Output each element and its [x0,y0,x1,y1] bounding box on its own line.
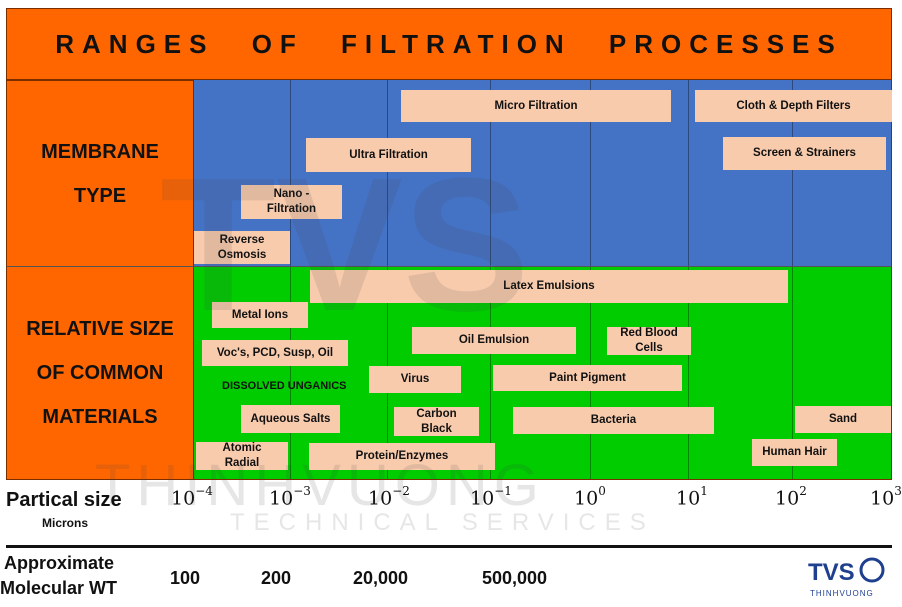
logo-name: THINHVUONG [810,589,874,598]
mw-value: 500,000 [482,568,548,588]
atomic-radial-range: Atomic Radial [196,442,288,470]
materials-label-line-1: RELATIVE SIZE [26,318,174,340]
watermark-subtitle: TECHNICAL SERVICES [230,509,655,536]
mw-value: 100 [170,568,201,588]
tick-label: 101 [676,484,708,510]
ultra-filtration-range: Ultra Filtration [306,138,471,172]
bacteria-range: Bacteria [513,407,714,434]
materials-label-line-3: MATERIALS [42,406,158,428]
grid-line [590,80,591,266]
oil-emulsion-range: Oil Emulsion [412,327,576,354]
logo-mark: TVS [808,559,855,586]
materials-label: RELATIVE SIZE OF COMMON MATERIALS [6,266,194,480]
mw-value: 20,000 [353,568,409,588]
reverse-osmosis-range: Reverse Osmosis [194,231,290,264]
human-hair-range: Human Hair [752,439,837,466]
materials-panel: Latex Emulsions Metal Ions Oil Emulsion … [194,266,892,480]
company-logo: TVS THINHVUONG [808,557,885,598]
grid-line [387,80,388,266]
protein-enzymes-range: Protein/Enzymes [309,443,495,470]
micro-filtration-range: Micro Filtration [401,90,671,122]
screen-strainers-range: Screen & Strainers [723,137,886,170]
mw-label-line-1: Approximate [4,553,115,573]
grid-line [490,80,491,266]
grid-line [792,80,793,266]
sand-range: Sand [795,406,891,433]
cloth-depth-filters-range: Cloth & Depth Filters [695,90,892,122]
virus-range: Virus [369,366,461,393]
tick-label: 10−1 [470,484,512,510]
membrane-type-label: MEMBRANE TYPE [6,80,194,266]
tick-label: 10−2 [368,484,410,510]
paint-pigment-range: Paint Pigment [493,365,682,391]
tick-label: 10−3 [269,484,311,510]
particle-size-label: Partical size [6,489,122,511]
vocs-pcd-susp-oil-range: Voc's, PCD, Susp, Oil [202,340,348,366]
grid-line [490,267,491,479]
grid-line [688,80,689,266]
aqueous-salts-range: Aqueous Salts [241,405,340,433]
membrane-type-panel: Micro Filtration Cloth & Depth Filters U… [194,80,892,266]
grid-line [290,80,291,266]
carbon-black-range: Carbon Black [394,407,479,436]
grid-line [792,267,793,479]
microns-label: Microns [42,516,89,530]
page-title: RANGES OF FILTRATION PROCESSES [55,28,843,59]
tick-label: 103 [870,484,902,510]
dissolved-unganics-label: DISSOLVED UNGANICS [222,380,347,392]
grid-line [290,267,291,479]
grid-line [688,267,689,479]
metal-ions-range: Metal Ions [212,302,308,328]
mw-value: 200 [261,568,292,588]
red-blood-cells-range: Red Blood Cells [607,327,691,355]
membrane-label-line-2: TYPE [73,184,127,207]
tick-label: 102 [775,484,807,510]
tick-label: 100 [574,484,606,510]
latex-emulsions-range: Latex Emulsions [310,270,788,303]
divider [6,545,892,548]
mw-label-line-2: Molecular WT [0,578,118,598]
title-bar: RANGES OF FILTRATION PROCESSES [6,8,892,80]
membrane-label-line-1: MEMBRANE [41,140,159,163]
tick-label: 10−4 [171,484,213,510]
nano-filtration-range: Nano - Filtration [241,185,342,219]
materials-label-line-2: OF COMMON [36,362,164,384]
